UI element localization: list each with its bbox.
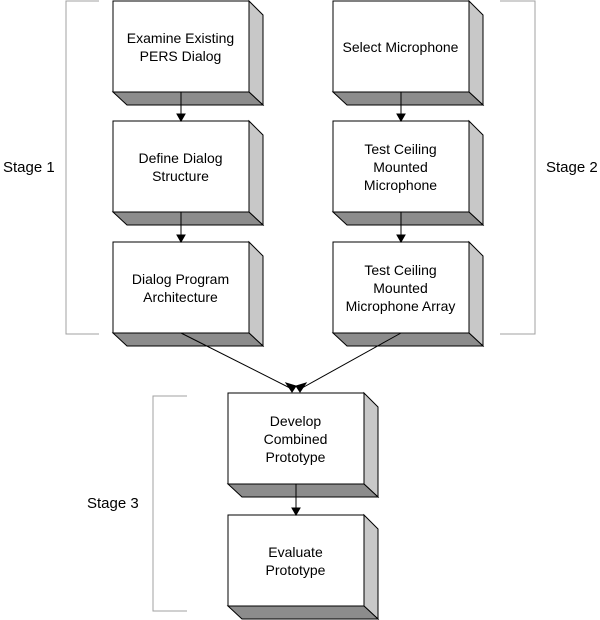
evaluate-prototype-box: Evaluate Prototype <box>228 515 363 606</box>
test-ceiling-mounted-array-box: Test Ceiling Mounted Microphone Array <box>333 242 468 333</box>
stage1-bracket <box>65 0 99 335</box>
test-ceiling-label: Test Ceiling Mounted Microphone <box>363 140 438 193</box>
select-mic-label: Select Microphone <box>342 38 459 55</box>
examine-existing-pers-dialog-box: Examine Existing PERS Dialog <box>113 1 248 92</box>
stage-1-label: Stage 1 <box>3 159 55 176</box>
develop-label: Develop Combined Prototype <box>263 412 328 465</box>
define-dialog-structure-box: Define Dialog Structure <box>113 121 248 212</box>
stage2-bracket <box>500 0 536 335</box>
connectors <box>176 92 406 517</box>
develop-combined-prototype-box: Develop Combined Prototype <box>228 393 363 484</box>
stage3-bracket <box>152 395 187 612</box>
test-array-label: Test Ceiling Mounted Microphone Array <box>345 261 456 314</box>
stage-2-label: Stage 2 <box>546 159 598 176</box>
select-microphone-box: Select Microphone <box>333 1 468 92</box>
evaluate-label: Evaluate Prototype <box>265 543 326 578</box>
stage-3-label: Stage 3 <box>87 495 139 512</box>
dialog-program-architecture-box: Dialog Program Architecture <box>113 242 248 333</box>
examine-label: Examine Existing PERS Dialog <box>126 29 235 64</box>
test-ceiling-mounted-microphone-box: Test Ceiling Mounted Microphone <box>333 121 468 212</box>
architecture-label: Dialog Program Architecture <box>131 270 230 305</box>
box-shapes <box>111 0 485 620</box>
define-label: Define Dialog Structure <box>138 149 223 184</box>
